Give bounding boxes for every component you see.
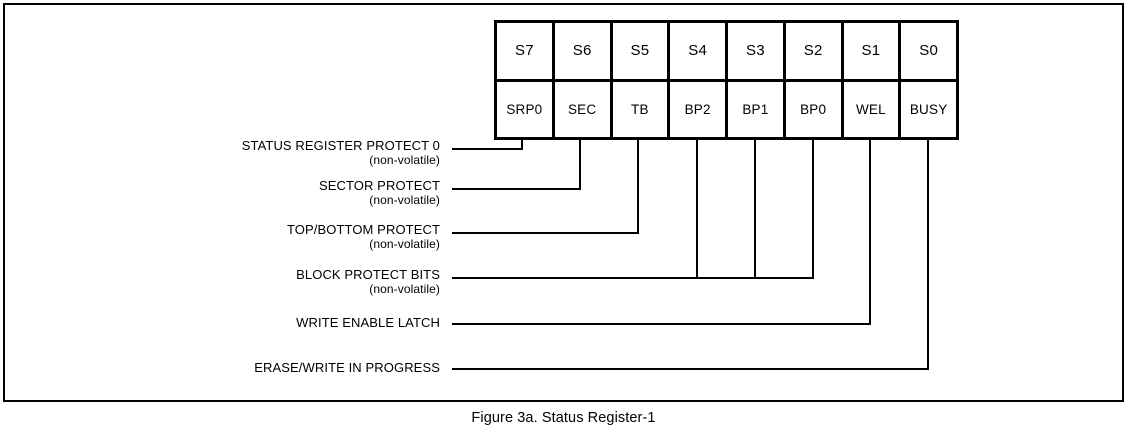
label-main-text: WRITE ENABLE LATCH bbox=[296, 315, 440, 330]
label-main-text: ERASE/WRITE IN PROGRESS bbox=[254, 360, 440, 375]
document-frame bbox=[3, 3, 1124, 402]
bit-number-cell-s7: S7 bbox=[497, 23, 555, 79]
leader-line-sec bbox=[452, 188, 581, 190]
bit-function-row: SRP0 SEC TB BP2 BP1 BP0 WEL BUSY bbox=[497, 81, 956, 137]
leader-line-block-protect-bits bbox=[452, 277, 814, 279]
leader-line-busy bbox=[452, 368, 929, 370]
bit-function-cell-bp2: BP2 bbox=[670, 81, 728, 137]
bit-function-cell-sec: SEC bbox=[555, 81, 613, 137]
leader-line-tb bbox=[452, 232, 639, 234]
bit-number-cell-s2: S2 bbox=[786, 23, 844, 79]
label-main-text: SECTOR PROTECT bbox=[318, 178, 440, 193]
bit-function-cell-busy: BUSY bbox=[909, 101, 948, 117]
bit-function-cell-srp0: SRP0 bbox=[497, 81, 555, 137]
label-sector-protect: SECTOR PROTECT (non-volatile) bbox=[319, 178, 440, 207]
label-main-text: STATUS REGISTER PROTECT 0 bbox=[241, 138, 440, 153]
leader-line-srp0 bbox=[452, 148, 523, 150]
bit-number-row: S7 S6 S5 S4 S3 S2 S1 S0 bbox=[497, 23, 956, 82]
label-main-text: BLOCK PROTECT BITS bbox=[296, 267, 440, 282]
label-top-bottom-protect: TOP/BOTTOM PROTECT (non-volatile) bbox=[287, 222, 440, 251]
label-sub-text: (non-volatile) bbox=[369, 237, 440, 252]
status-register-table: S7 S6 S5 S4 S3 S2 S1 S0 SRP0 SEC TB BP2 … bbox=[494, 20, 959, 140]
label-main-text: TOP/BOTTOM PROTECT bbox=[287, 222, 440, 237]
leader-stem-bp1 bbox=[754, 140, 756, 279]
bit-number-cell-s0: S0 bbox=[919, 42, 938, 60]
leader-stem-wel bbox=[869, 140, 871, 325]
bit-number-cell-s4: S4 bbox=[670, 23, 728, 79]
leader-stem-srp0 bbox=[521, 140, 523, 150]
bit-number-cell-s6: S6 bbox=[555, 23, 613, 79]
leader-stem-busy bbox=[927, 140, 929, 370]
leader-stem-tb bbox=[637, 140, 639, 234]
bit-number-cell-s5: S5 bbox=[613, 23, 671, 79]
label-write-enable-latch: WRITE ENABLE LATCH bbox=[296, 315, 440, 330]
bit-function-cell-bp1: BP1 bbox=[728, 81, 786, 137]
leader-stem-bp0 bbox=[812, 140, 814, 279]
figure-caption: Figure 3a. Status Register-1 bbox=[471, 410, 656, 426]
bit-function-cell-wel: WEL bbox=[844, 81, 902, 137]
leader-line-wel bbox=[452, 323, 871, 325]
label-block-protect-bits: BLOCK PROTECT BITS (non-volatile) bbox=[296, 267, 440, 296]
label-sub-text: (non-volatile) bbox=[369, 153, 440, 168]
label-sub-text: (non-volatile) bbox=[369, 193, 440, 208]
leader-stem-bp2 bbox=[696, 140, 698, 279]
bit-function-cell-bp0: BP0 bbox=[786, 81, 844, 137]
bit-number-cell-s1: S1 bbox=[844, 23, 902, 79]
label-sub-text: (non-volatile) bbox=[369, 282, 440, 297]
label-status-register-protect-0: STATUS REGISTER PROTECT 0 (non-volatile) bbox=[242, 138, 440, 167]
bit-number-cell-s3: S3 bbox=[728, 23, 786, 79]
leader-stem-sec bbox=[579, 140, 581, 190]
label-erase-write-in-progress: ERASE/WRITE IN PROGRESS bbox=[254, 360, 440, 375]
bit-function-cell-tb: TB bbox=[613, 81, 671, 137]
